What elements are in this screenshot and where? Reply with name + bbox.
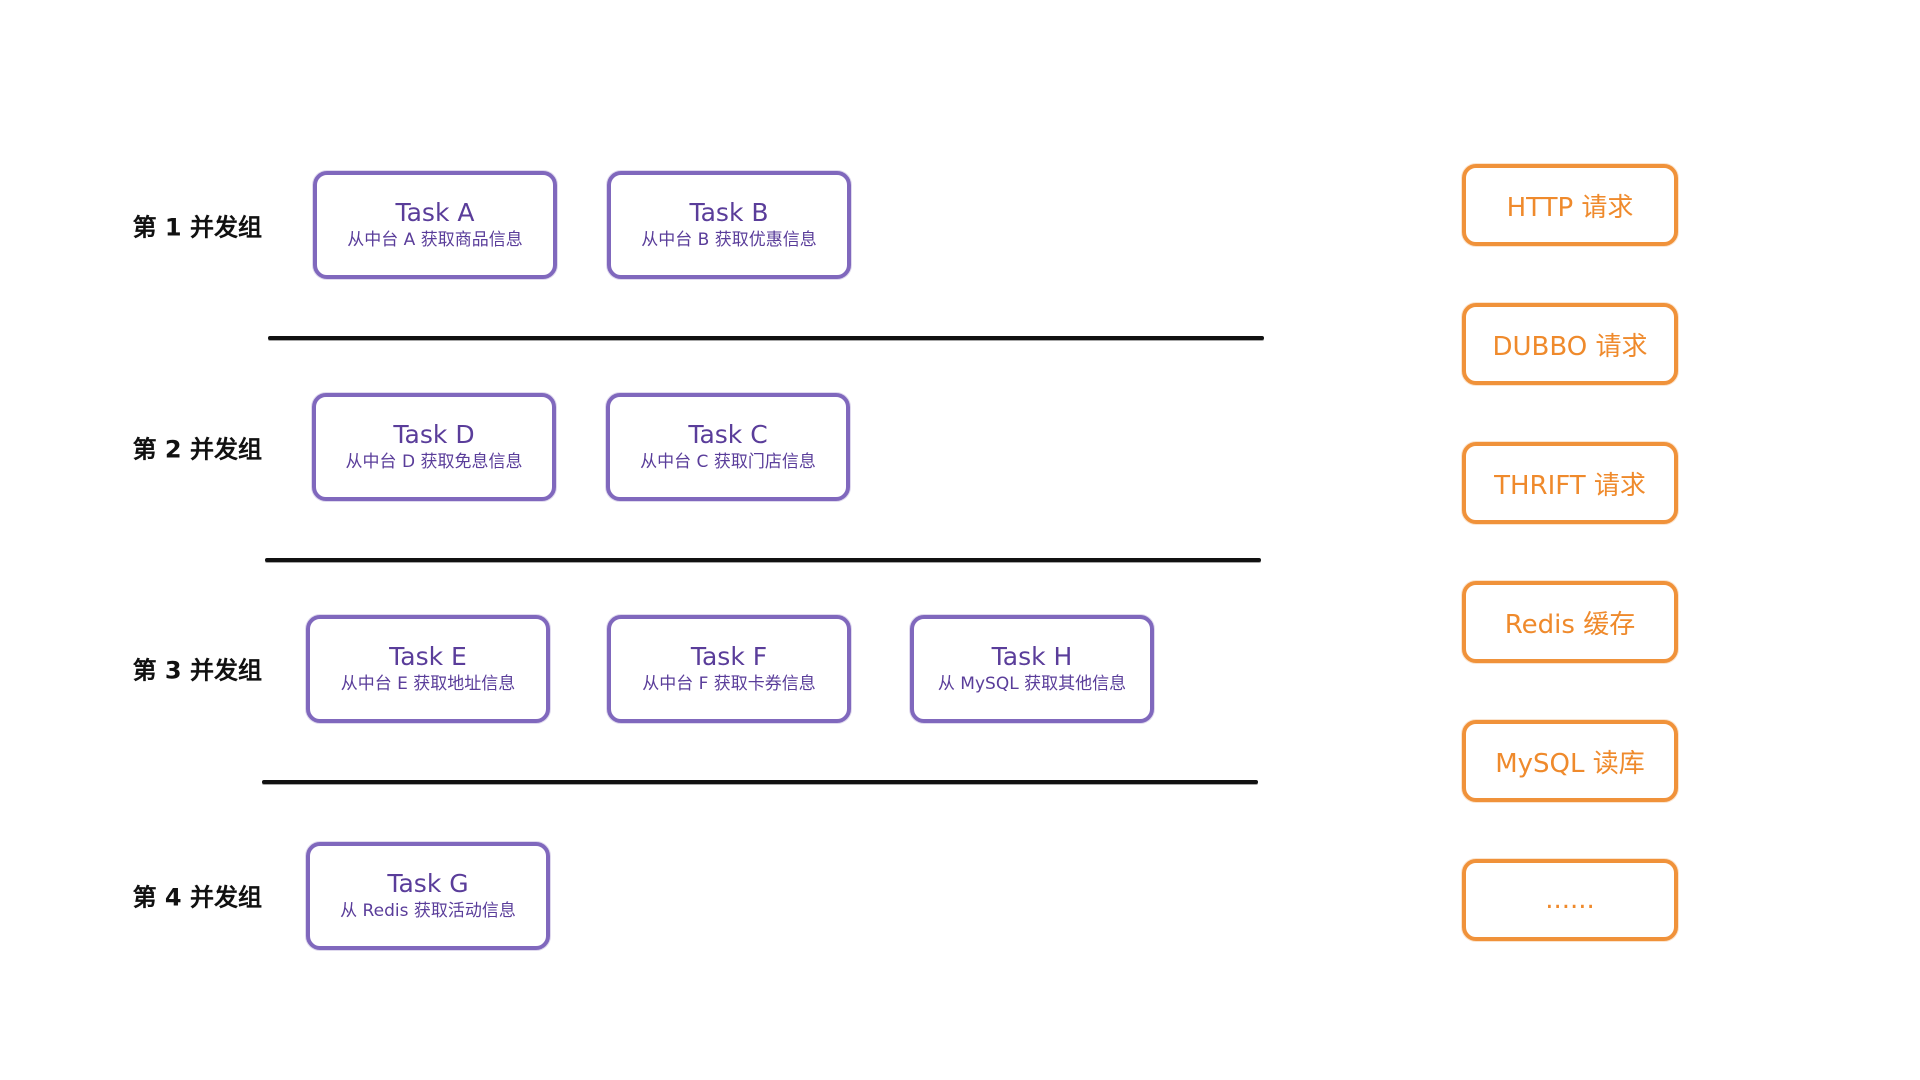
task-box-task-g: Task G 从 Redis 获取活动信息 [306,842,550,950]
source-box-3: THRIFT 请求 [1462,442,1678,524]
source-box-6: ...... [1462,859,1678,941]
task-description: 从中台 B 获取优惠信息 [641,230,817,250]
task-description: 从中台 D 获取免息信息 [345,452,523,472]
task-description: 从中台 E 获取地址信息 [340,674,516,694]
task-box-task-d: Task D 从中台 D 获取免息信息 [312,393,556,501]
task-description: 从 MySQL 获取其他信息 [937,674,1127,694]
group-divider-3 [262,780,1258,784]
task-title: Task B [689,198,769,227]
task-box-task-h: Task H 从 MySQL 获取其他信息 [910,615,1154,723]
task-box-task-a: Task A 从中台 A 获取商品信息 [313,171,557,279]
group-label-3: 第 3 并发组 [132,656,262,685]
source-box-4: Redis 缓存 [1462,581,1678,663]
group-label-1: 第 1 并发组 [132,213,262,242]
task-box-task-c: Task C 从中台 C 获取门店信息 [606,393,850,501]
group-divider-2 [265,558,1261,562]
task-title: Task G [387,869,469,898]
task-box-task-f: Task F 从中台 F 获取卡券信息 [607,615,851,723]
task-description: 从中台 C 获取门店信息 [640,452,816,472]
task-description: 从中台 A 获取商品信息 [347,230,523,250]
task-title: Task E [389,642,467,671]
source-box-2: DUBBO 请求 [1462,303,1678,385]
task-title: Task F [690,642,768,671]
source-box-1: HTTP 请求 [1462,164,1678,246]
group-label-4: 第 4 并发组 [132,883,262,912]
group-divider-1 [268,336,1264,340]
task-title: Task D [393,420,475,449]
task-box-task-b: Task B 从中台 B 获取优惠信息 [607,171,851,279]
source-box-5: MySQL 读库 [1462,720,1678,802]
task-title: Task A [395,198,475,227]
task-description: 从中台 F 获取卡券信息 [642,674,816,694]
task-title: Task C [688,420,768,449]
task-title: Task H [991,642,1073,671]
task-box-task-e: Task E 从中台 E 获取地址信息 [306,615,550,723]
group-label-2: 第 2 并发组 [132,435,262,464]
task-description: 从 Redis 获取活动信息 [340,901,516,921]
